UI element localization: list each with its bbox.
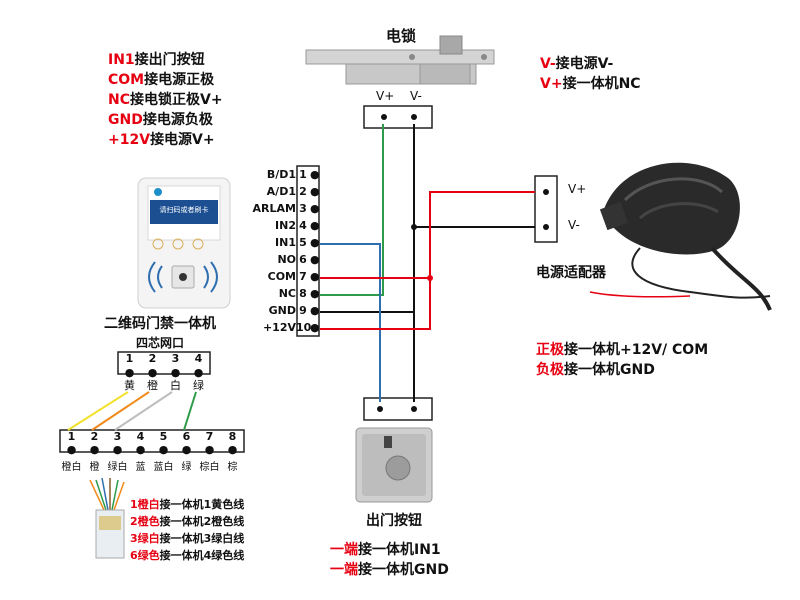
button-notes: 一端接一体机IN1 一端接一体机GND bbox=[330, 540, 449, 580]
lock-terminal-block bbox=[363, 105, 433, 129]
terminal-note: COM接电源正极 bbox=[108, 72, 215, 88]
rj45-note: 2橙色接一体机2橙色线 bbox=[130, 515, 245, 528]
lock-vplus-label: V+ bbox=[376, 89, 395, 103]
four-core-pin: 1● bbox=[124, 352, 135, 379]
four-core-colors: 黄 橙 白 绿 bbox=[124, 379, 204, 392]
rj45-pin: 6● bbox=[181, 430, 192, 456]
adapter-note: 负极接一体机GND bbox=[536, 362, 655, 378]
rj45-pin: 5● bbox=[158, 430, 169, 456]
device-label: 二维码门禁一体机 bbox=[104, 316, 216, 332]
terminal-note: IN1接出门按钮 bbox=[108, 52, 205, 68]
rj45-port-box bbox=[59, 429, 245, 453]
rj45-pin: 1● bbox=[66, 430, 77, 456]
rj45-notes: 1橙白接一体机1黄色线 2橙色接一体机2橙色线 3绿白接一体机3绿白线 6绿色接… bbox=[130, 496, 244, 564]
rj45-note: 3绿白接一体机3绿白线 bbox=[130, 532, 245, 545]
adapter-title: 电源适配器 bbox=[536, 265, 606, 281]
rj45-colors: 橙白 橙 绿白 蓝 蓝白 绿 棕白 棕 bbox=[61, 462, 238, 473]
lock-notes: V-接电源V- V+接一体机NC bbox=[540, 54, 641, 94]
lock-note: V+接一体机NC bbox=[540, 76, 641, 92]
adapter-terminal-block bbox=[534, 175, 558, 243]
four-core-pin: 2● bbox=[147, 352, 158, 379]
button-note: 一端接一体机GND bbox=[330, 562, 449, 578]
rj45-note: 6绿色接一体机4绿色线 bbox=[130, 549, 245, 562]
rj45-pin: 4● bbox=[135, 430, 146, 456]
power-adapter-image bbox=[589, 162, 772, 311]
rj45-pin: 7● bbox=[204, 430, 215, 456]
main-terminal-block bbox=[296, 165, 320, 337]
four-core-pin: 3● bbox=[170, 352, 181, 379]
electric-lock-image bbox=[305, 35, 495, 85]
adapter-notes: 正极接一体机+12V/ COM 负极接一体机GND bbox=[536, 340, 708, 380]
terminal-notes: IN1接出门按钮 COM接电源正极 NC接电锁正极V+ GND接电源负极 +12… bbox=[108, 50, 223, 150]
button-title: 出门按钮 bbox=[366, 513, 422, 529]
terminal-note: GND接电源负极 bbox=[108, 112, 213, 128]
four-core-title: 四芯网口 bbox=[136, 336, 185, 350]
four-core-pins: 1● 2● 3● 4● bbox=[118, 352, 210, 380]
lock-note: V-接电源V- bbox=[540, 56, 614, 72]
access-controller-image bbox=[137, 177, 231, 309]
wire-12v-adapter-vplus bbox=[320, 191, 535, 330]
lock-vminus-label: V- bbox=[410, 89, 422, 103]
four-core-port-box bbox=[117, 351, 211, 375]
device-screen-text: 请扫码或者刷卡 bbox=[159, 206, 209, 214]
adapter-vplus-label: V+ bbox=[568, 182, 587, 196]
wire-in1-button bbox=[320, 243, 381, 402]
button-terminal-block bbox=[363, 397, 433, 421]
rj45-connector-image bbox=[89, 477, 125, 559]
wire-gnd-lock-vminus bbox=[320, 124, 415, 313]
exit-button-image bbox=[355, 427, 433, 503]
terminal-note: +12V接电源V+ bbox=[108, 132, 215, 148]
rj45-note: 1橙白接一体机1黄色线 bbox=[130, 498, 245, 511]
rj45-pins: 1● 2● 3● 4● 5● 6● 7● 8● bbox=[60, 430, 244, 456]
rj45-pin: 2● bbox=[89, 430, 100, 456]
adapter-vminus-label: V- bbox=[568, 218, 580, 232]
core-wires bbox=[67, 391, 197, 431]
wire-nc-lock-vplus bbox=[320, 124, 384, 296]
wires bbox=[320, 124, 535, 402]
rj45-pin: 8● bbox=[227, 430, 238, 456]
four-core-pin: 4● bbox=[193, 352, 204, 379]
adapter-note: 正极接一体机+12V/ COM bbox=[536, 342, 709, 358]
button-note: 一端接一体机IN1 bbox=[330, 542, 441, 558]
rj45-pin: 3● bbox=[112, 430, 123, 456]
lock-title: 电锁 bbox=[386, 27, 417, 45]
terminal-note: NC接电锁正极V+ bbox=[108, 92, 223, 108]
